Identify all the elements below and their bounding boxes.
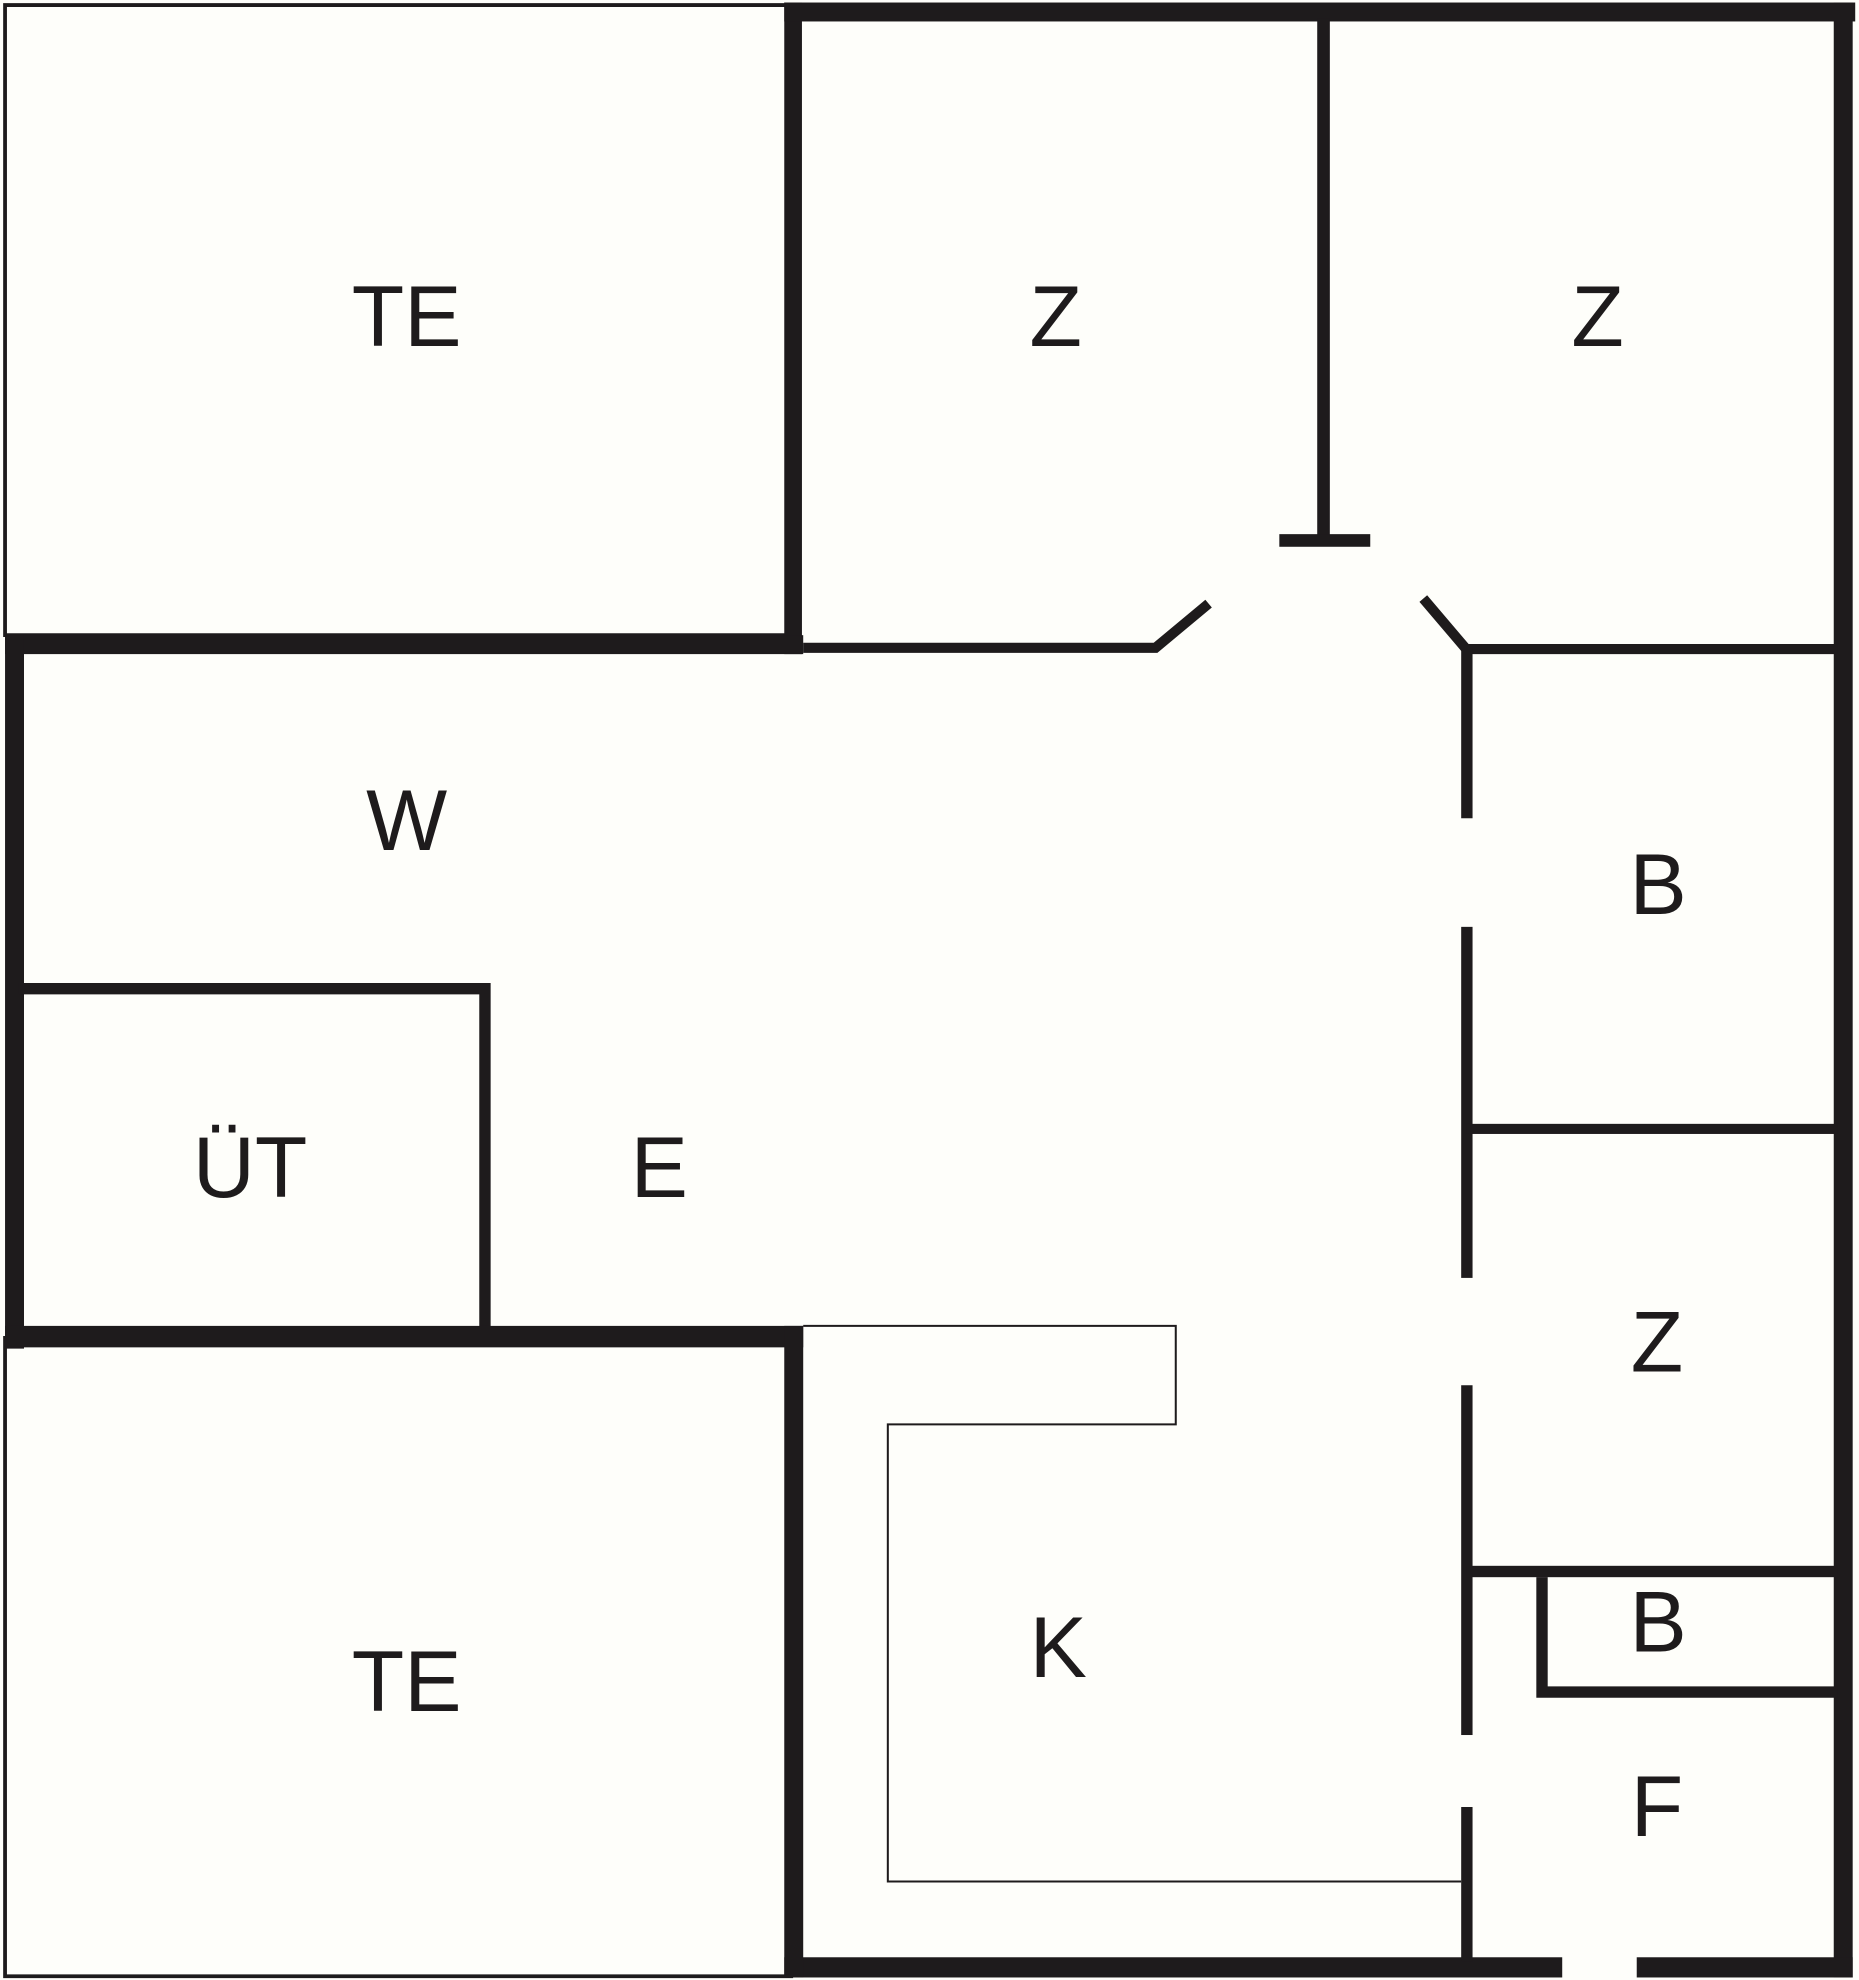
wall-z-b bbox=[1466, 1565, 1838, 1578]
room-label-e: E bbox=[631, 1120, 688, 1216]
wall-corridor-2 bbox=[1461, 926, 1473, 1278]
wall-corridor-3 bbox=[1461, 1385, 1473, 1736]
room-label-f: F bbox=[1631, 1759, 1683, 1855]
wall-z-divider-tee bbox=[1279, 534, 1371, 547]
wall-bottom-outer-right bbox=[1636, 1957, 1853, 1978]
room-label-te-bottom: TE bbox=[352, 1634, 462, 1730]
wall-left-outer bbox=[5, 635, 24, 1349]
room-label-te-top: TE bbox=[352, 269, 462, 365]
room-label-b-small: B bbox=[1630, 1575, 1687, 1671]
room-label-k: K bbox=[1030, 1600, 1087, 1696]
wall-corridor-4 bbox=[1461, 1807, 1473, 1962]
room-labels: TE Z Z W B ÜT E Z K B TE F bbox=[193, 269, 1687, 1855]
room-label-ut: ÜT bbox=[193, 1120, 307, 1216]
walls bbox=[3, 2, 1856, 1979]
wall-z-divider bbox=[1317, 18, 1330, 541]
wall-right-outer bbox=[1833, 2, 1853, 1978]
kitchen-counter bbox=[803, 1324, 1462, 1883]
room-label-z-top-right: Z bbox=[1571, 269, 1623, 365]
room-label-z-top-left: Z bbox=[1030, 269, 1082, 365]
wall-b-small bbox=[1536, 1577, 1838, 1698]
wall-ut bbox=[18, 983, 491, 1336]
wall-top-outer bbox=[784, 2, 1856, 22]
wall-bottom-outer-left bbox=[784, 1957, 1563, 1978]
wall-z-left-bottom bbox=[803, 599, 1212, 653]
wall-te-bottom-right bbox=[784, 1325, 804, 1978]
wall-b-z bbox=[1466, 1123, 1838, 1134]
wall-te-top-right bbox=[784, 2, 802, 655]
wall-te-top-bottom bbox=[5, 635, 804, 655]
room-label-w: W bbox=[366, 773, 447, 869]
room-label-z-right: Z bbox=[1631, 1294, 1683, 1390]
wall-te-bottom-top bbox=[5, 1325, 804, 1348]
wall-corridor-1 bbox=[1461, 649, 1473, 819]
wall-te-bottom-outline bbox=[3, 1335, 794, 1979]
room-label-b-upper: B bbox=[1630, 837, 1687, 933]
